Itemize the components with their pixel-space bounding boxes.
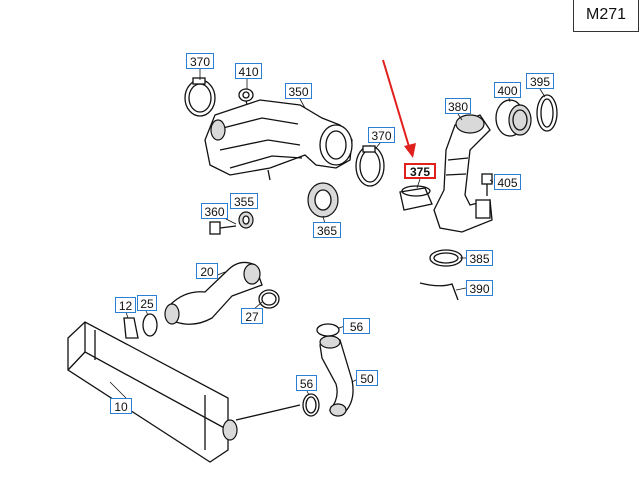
callout-365[interactable]: 365 bbox=[313, 222, 341, 238]
oring-56-lower bbox=[302, 393, 320, 417]
intercooler-10 bbox=[67, 321, 301, 463]
coupling-400-395 bbox=[495, 94, 558, 137]
clip-12 bbox=[123, 317, 139, 339]
callout-390[interactable]: 390 bbox=[466, 280, 493, 296]
callout-50[interactable]: 50 bbox=[356, 370, 378, 386]
callout-410[interactable]: 410 bbox=[235, 63, 262, 79]
callout-25[interactable]: 25 bbox=[137, 295, 157, 311]
callout-27[interactable]: 27 bbox=[241, 308, 263, 324]
callout-360[interactable]: 360 bbox=[201, 203, 228, 219]
callout-56-upper[interactable]: 56 bbox=[343, 318, 370, 334]
highlight-arrow bbox=[382, 59, 416, 158]
callout-12[interactable]: 12 bbox=[115, 297, 136, 313]
pipe-50 bbox=[319, 335, 354, 417]
callout-10[interactable]: 10 bbox=[110, 398, 132, 414]
callout-56-lower[interactable]: 56 bbox=[296, 375, 317, 391]
oring-25 bbox=[142, 313, 158, 337]
callout-370-left[interactable]: 370 bbox=[186, 53, 214, 69]
callout-395[interactable]: 395 bbox=[526, 73, 554, 89]
clamp-370-right bbox=[355, 145, 385, 187]
callout-355[interactable]: 355 bbox=[230, 193, 258, 209]
callout-370-right[interactable]: 370 bbox=[368, 127, 395, 143]
callout-400[interactable]: 400 bbox=[494, 82, 521, 98]
clamp-385 bbox=[429, 249, 463, 267]
oring-27 bbox=[258, 289, 280, 309]
intake-hose-380 bbox=[433, 114, 493, 233]
bolt-405 bbox=[481, 173, 493, 196]
clamp-370-left bbox=[184, 77, 216, 117]
oring-56-upper bbox=[316, 323, 340, 337]
charge-pipe-20 bbox=[164, 261, 263, 325]
callout-375-highlighted[interactable]: 375 bbox=[404, 163, 436, 179]
model-code-box: M271 bbox=[573, 0, 639, 32]
callout-20[interactable]: 20 bbox=[196, 263, 218, 279]
callout-385[interactable]: 385 bbox=[466, 250, 493, 266]
callout-350[interactable]: 350 bbox=[285, 83, 312, 99]
air-duct-350 bbox=[204, 99, 353, 181]
callout-405[interactable]: 405 bbox=[494, 174, 521, 190]
seal-365 bbox=[307, 182, 339, 218]
sleeve-375 bbox=[399, 185, 433, 211]
ring-410 bbox=[238, 88, 254, 109]
screw-360-355 bbox=[209, 211, 254, 235]
callout-380[interactable]: 380 bbox=[445, 98, 471, 114]
bracket-390 bbox=[419, 282, 459, 301]
